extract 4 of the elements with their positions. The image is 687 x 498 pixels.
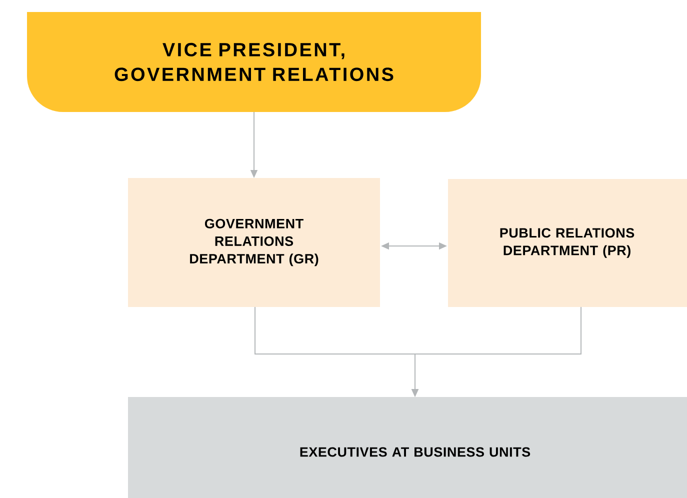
title-box: VICE PRESIDENT, GOVERNMENT RELATIONS (27, 12, 481, 112)
department-box: GOVERNMENT RELATIONS DEPARTMENT (GR) (128, 178, 380, 307)
department-box: PUBLIC RELATIONS DEPARTMENT (PR) (448, 179, 687, 307)
executives-box: EXECUTIVES AT BUSINESS UNITS (128, 397, 687, 498)
